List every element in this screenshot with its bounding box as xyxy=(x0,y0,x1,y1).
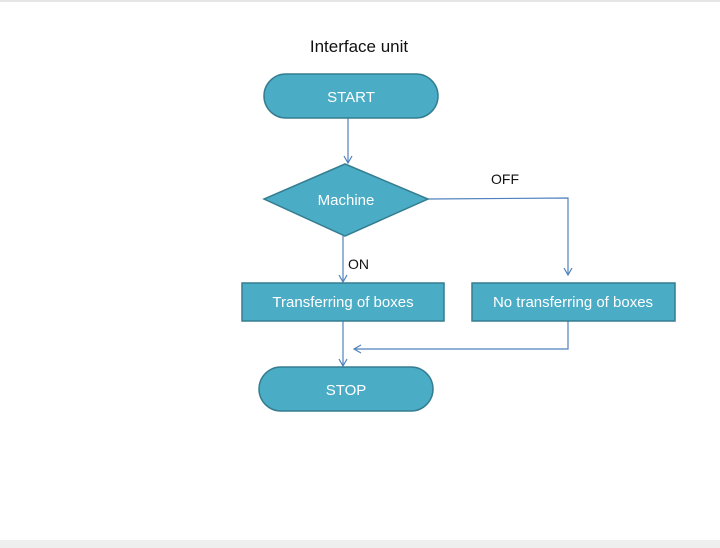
off-label: OFF xyxy=(491,171,519,187)
arrowhead-merge xyxy=(352,344,362,354)
arrowhead-stop xyxy=(338,358,348,368)
transferring-shape xyxy=(241,282,445,322)
edge-machine-to-no-transferring xyxy=(427,197,569,274)
on-label: ON xyxy=(348,256,369,272)
stop-node: STOP xyxy=(258,366,434,412)
decision-label: Machine xyxy=(318,192,375,209)
stop-label: STOP xyxy=(326,382,367,399)
diagram-title: Interface unit xyxy=(310,37,409,56)
decision-shape xyxy=(262,163,430,237)
start-label: START xyxy=(327,89,375,106)
connectors xyxy=(338,118,573,368)
bottom-bar xyxy=(0,540,720,548)
arrowhead-transferring xyxy=(338,274,348,284)
start-shape xyxy=(263,73,439,119)
transferring-label: Transferring of boxes xyxy=(272,294,413,311)
arrowhead-no-transferring xyxy=(563,267,573,277)
arrowhead-machine xyxy=(343,155,353,165)
no-transferring-label: No transferring of boxes xyxy=(493,294,653,311)
no-transferring-shape xyxy=(471,282,676,322)
stop-shape xyxy=(258,366,434,412)
no-transferring-node: No transferring of boxes xyxy=(471,282,676,322)
edge-no-transferring-to-merge xyxy=(355,321,569,350)
top-border xyxy=(0,0,720,2)
start-node: START xyxy=(263,73,439,119)
transferring-node: Transferring of boxes xyxy=(241,282,445,322)
machine-decision-node: Machine xyxy=(262,163,430,237)
